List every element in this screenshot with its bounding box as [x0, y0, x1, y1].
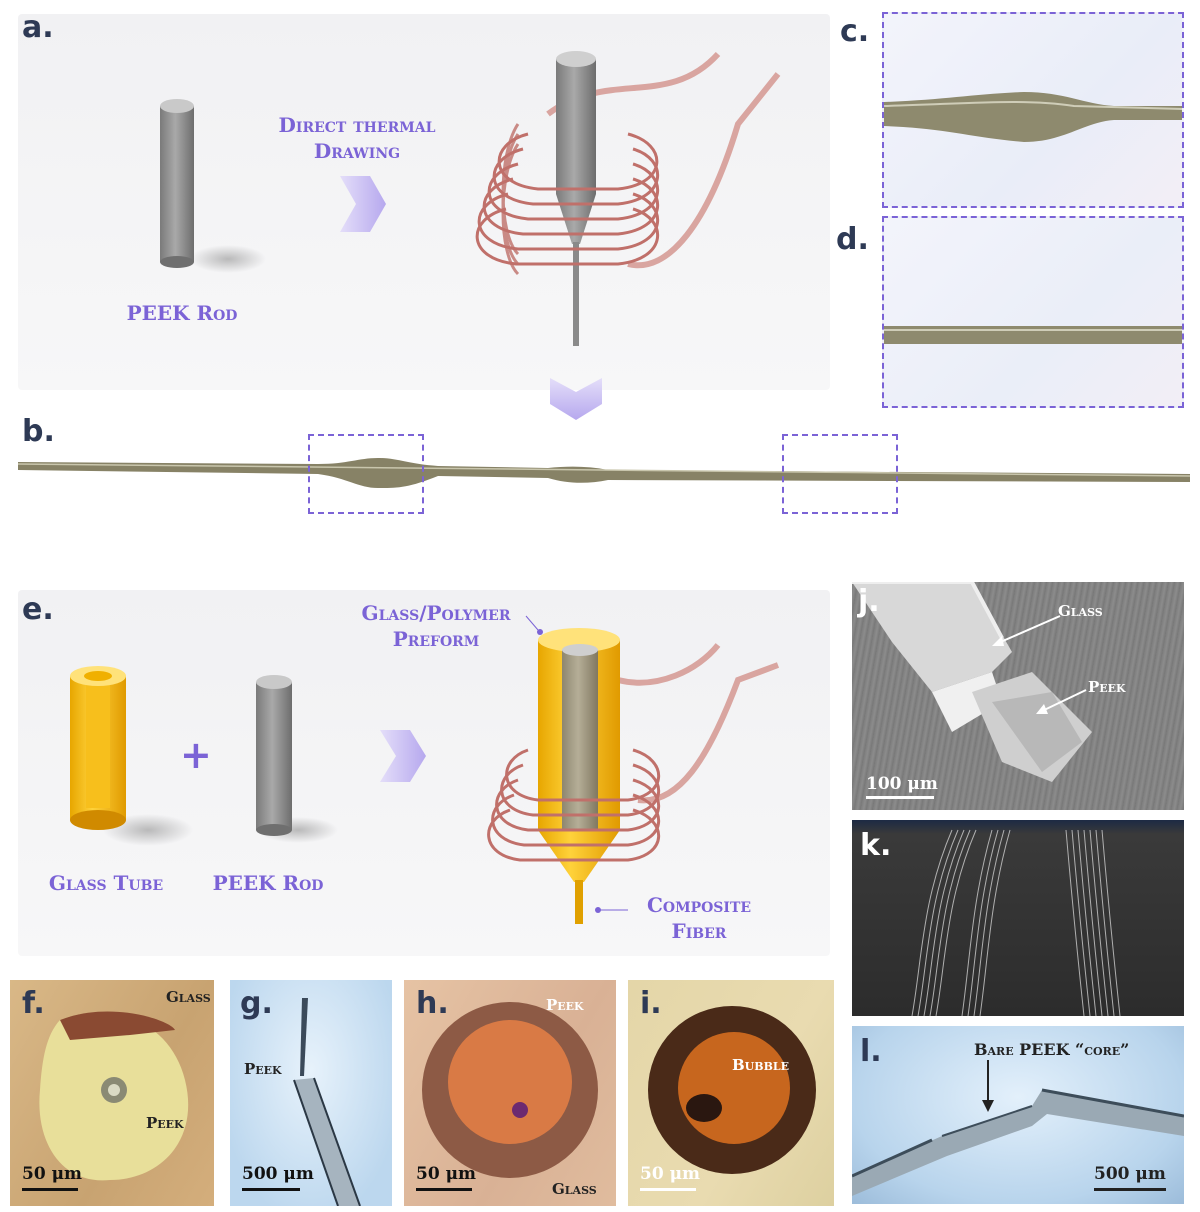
scale-label-f: 50 μm: [22, 1164, 83, 1184]
peek-rod-icon: [160, 99, 194, 268]
glass-annotation-j: Glass: [1058, 602, 1103, 620]
glass-annotation-h: Glass: [552, 1180, 597, 1198]
panel-h-label: h.: [416, 986, 449, 1021]
plus-sign: +: [180, 733, 212, 777]
rod-label-a: PEEK Rod: [126, 301, 238, 325]
scale-bar-h: [416, 1188, 472, 1191]
composite-preform-icon: [538, 628, 620, 924]
fiber-line-1: Composite: [646, 893, 752, 917]
fiber-closeup-bulge: [882, 12, 1184, 208]
side-view-g: g. Peek 500 μm: [230, 980, 392, 1206]
panel-j-label: j.: [858, 584, 880, 619]
panel-b-label: b.: [22, 414, 55, 449]
scale-label-g: 500 μm: [242, 1164, 314, 1184]
scale-label-l: 500 μm: [1094, 1164, 1166, 1184]
panel-k-label: k.: [860, 828, 892, 863]
panel-e-label: e.: [22, 592, 54, 627]
glass-tube-label: Glass Tube: [48, 871, 164, 895]
drawn-fiber-strip: [18, 458, 1190, 488]
arrow-icon: [1036, 689, 1087, 714]
scale-label-j: 100 μm: [866, 774, 938, 794]
right-chevron-e-icon: [380, 730, 426, 782]
panel-c-label: c.: [840, 14, 870, 49]
preform-label: Glass/Polymer Preform: [356, 600, 516, 652]
panel-a-background: [18, 14, 830, 390]
scale-bar-f: [22, 1188, 78, 1191]
bubble-annotation: Bubble: [732, 1056, 789, 1074]
panel-a-label: a.: [22, 10, 54, 45]
spool-photo: k.: [852, 820, 1184, 1016]
peek-annotation-f: Peek: [146, 1114, 184, 1132]
glass-tube-icon: [70, 666, 126, 830]
preform-line-1: Glass/Polymer: [361, 601, 511, 625]
process-line-1: Direct thermal: [278, 113, 436, 137]
fiber-line-2: Fiber: [671, 919, 727, 943]
glass-annotation-f: Glass: [166, 988, 211, 1006]
panel-g-label: g.: [240, 986, 273, 1021]
panel-i-label: i.: [640, 986, 662, 1021]
preform-line-2: Preform: [392, 627, 480, 651]
preform-neckdown-icon: [556, 51, 596, 346]
cross-section-i: i. Bubble 50 μm: [628, 980, 834, 1206]
scale-bar-g: [242, 1188, 300, 1191]
peek-rod-e-icon: [256, 675, 292, 836]
panel-d-label: d.: [836, 222, 869, 257]
arrow-icon: [992, 615, 1061, 646]
right-chevron-icon: [340, 176, 386, 232]
peek-annotation-g: Peek: [244, 1060, 282, 1078]
peek-annotation-j: Peek: [1088, 678, 1126, 696]
highlight-box-d: [782, 434, 898, 514]
panel-l-label: l.: [860, 1034, 882, 1069]
heater-coil-icon: [501, 51, 781, 276]
scale-label-h: 50 μm: [416, 1164, 477, 1184]
arrow-down-icon: [982, 1060, 994, 1112]
scale-label-i: 50 μm: [640, 1164, 701, 1184]
panel-f-label: f.: [22, 986, 45, 1021]
panel-a-drawing: [160, 51, 781, 346]
scale-bar-i: [640, 1188, 696, 1191]
scale-bar-l: [1094, 1188, 1166, 1191]
panel-e-drawing: +: [70, 615, 780, 924]
down-chevron-icon: [550, 378, 602, 420]
bare-core-annotation: Bare PEEK “core”: [974, 1040, 1130, 1059]
cross-section-h: h. Peek Glass 50 μm: [404, 980, 616, 1206]
bare-core-micrograph: l. Bare PEEK “core” 500 μm: [852, 1026, 1184, 1204]
cross-section-f: f. Glass Peek 50 μm: [10, 980, 214, 1206]
rod-shadow: [190, 245, 266, 273]
coil-rings: [475, 132, 659, 266]
peek-annotation-h: Peek: [546, 996, 584, 1014]
fiber-closeup-uniform: [882, 216, 1184, 408]
composite-fiber-label: Composite Fiber: [634, 892, 764, 944]
process-line-2: Drawing: [313, 139, 401, 163]
sem-image-fiber-end: j. Glass Peek 100 μm: [852, 582, 1184, 810]
highlight-box-c: [308, 434, 424, 514]
rod-label-e: PEEK Rod: [212, 871, 324, 895]
process-label: Direct thermal Drawing: [262, 112, 452, 164]
scale-bar-j: [866, 796, 934, 799]
